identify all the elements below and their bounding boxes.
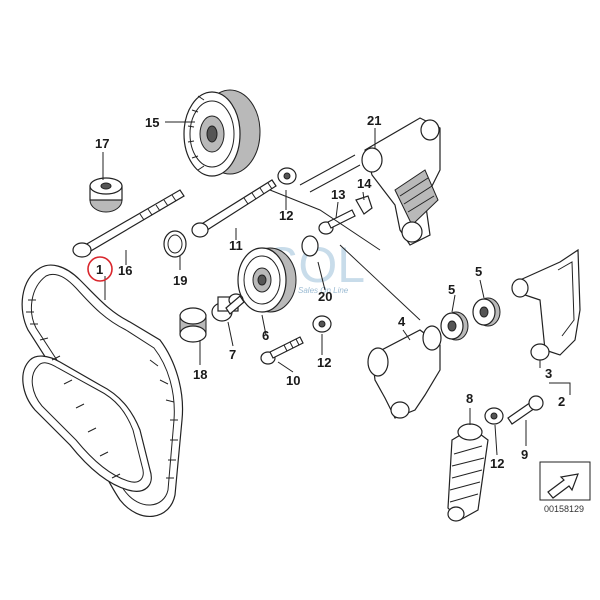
cap-17 — [89, 177, 123, 213]
callout-4: 4 — [398, 314, 406, 329]
hydraulic-tensioner-8 — [447, 423, 489, 522]
leader-lines — [102, 121, 571, 456]
callout-12-low: 12 — [490, 456, 504, 471]
callout-21: 21 — [367, 113, 381, 128]
cap-18 — [179, 307, 207, 343]
washer-12-low — [484, 407, 504, 425]
callout-1: 1 — [96, 262, 103, 277]
callout-13: 13 — [331, 187, 345, 202]
callout-5b: 5 — [475, 264, 482, 279]
callout-labels: 15 17 21 13 14 12 11 16 19 20 5 5 4 6 7 … — [95, 113, 565, 471]
bolt-11 — [191, 179, 277, 238]
callout-12-mid: 12 — [317, 355, 331, 370]
bearing-5a — [440, 311, 469, 341]
callout-20: 20 — [318, 289, 332, 304]
direction-arrow-icon — [547, 473, 579, 499]
long-bolt-16 — [72, 189, 185, 258]
callout-1-highlight: 1 — [87, 256, 113, 282]
catalog-box: 00158129 — [539, 461, 591, 514]
callout-17: 17 — [95, 136, 109, 151]
bolt-10 — [260, 336, 304, 365]
callout-3: 3 — [545, 366, 552, 381]
tensioner-21 — [361, 117, 441, 246]
callout-14: 14 — [357, 176, 372, 191]
bracket-3 — [511, 248, 581, 361]
callout-16: 16 — [118, 263, 132, 278]
catalog-number: 00158129 — [544, 504, 584, 514]
callout-15: 15 — [145, 115, 159, 130]
bolt-13 — [318, 209, 356, 235]
bolt-9 — [507, 395, 544, 425]
callout-7: 7 — [229, 347, 236, 362]
highlight-circle — [87, 256, 113, 282]
bearing-5b — [472, 297, 501, 327]
callout-2: 2 — [558, 394, 565, 409]
idler-pulley-15 — [183, 89, 261, 177]
callout-18: 18 — [193, 367, 207, 382]
callout-9: 9 — [521, 447, 528, 462]
drive-belt — [21, 264, 184, 517]
watermark-tagline: Sales On Line — [298, 286, 349, 295]
callout-12-top: 12 — [279, 208, 293, 223]
idler-pulley-20 — [237, 235, 319, 313]
callout-8: 8 — [466, 391, 473, 406]
callout-10: 10 — [286, 373, 300, 388]
callout-11: 11 — [229, 238, 243, 253]
callout-6: 6 — [262, 328, 269, 343]
bolt-7 — [225, 295, 245, 315]
washer-12-mid — [312, 315, 332, 333]
callout-5a: 5 — [448, 282, 455, 297]
dust-cap-19 — [163, 230, 187, 258]
tensioner-body-4 — [367, 325, 442, 419]
washer-12-top — [277, 167, 297, 185]
callout-19: 19 — [173, 273, 187, 288]
